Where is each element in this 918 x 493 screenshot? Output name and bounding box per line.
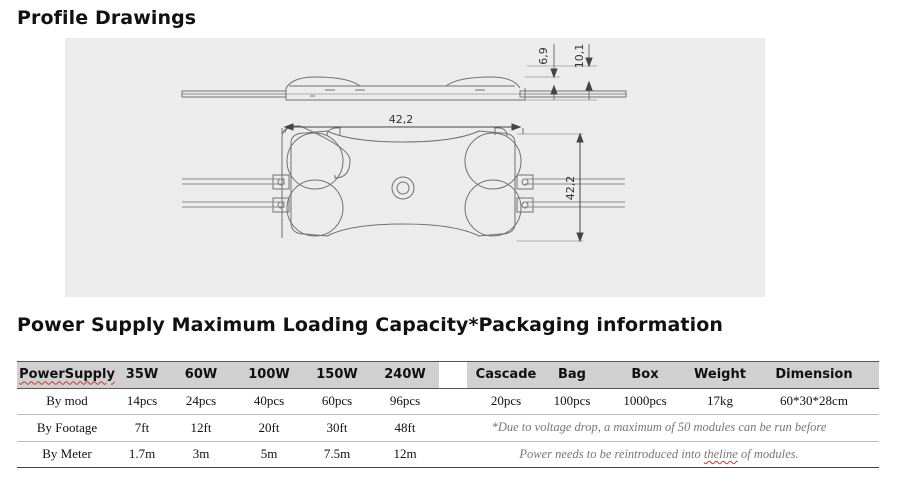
table-gap — [439, 388, 467, 415]
height-dimensions — [525, 44, 597, 101]
header-cell: 60W — [184, 367, 218, 383]
profile-drawings-heading: Profile Drawings — [17, 7, 197, 29]
table-cell: 14pcs — [126, 393, 158, 409]
power-reintroduce-note: Power needs to be reintroduced into thel… — [519, 446, 799, 461]
side-view — [181, 76, 627, 101]
table-cell: 30ft — [326, 419, 348, 435]
header-cell: Dimension — [775, 367, 853, 383]
width-dimension — [281, 128, 524, 134]
header-cell: 150W — [316, 367, 358, 383]
capacity-packaging-table: PowerSupply 35W 60W 100W 150W 240W Casca… — [17, 361, 879, 468]
voltage-drop-note: *Due to voltage drop, a maximum of 50 mo… — [491, 420, 827, 435]
table-cell: 20pcs — [490, 393, 522, 409]
capacity-packaging-heading: Power Supply Maximum Loading Capacity*Pa… — [17, 314, 723, 336]
table-header-row: PowerSupply 35W 60W 100W 150W 240W Casca… — [17, 361, 879, 388]
width-dimension-label: 42,2 — [389, 113, 414, 126]
table-row: By mod 14pcs 24pcs 40pcs 60pcs 96pcs 20p… — [17, 388, 879, 415]
table-cell: 7ft — [134, 419, 150, 435]
top-view — [272, 125, 534, 238]
table-cell: 12ft — [190, 419, 212, 435]
row-label: By Meter — [42, 446, 92, 462]
table-cell: 100pcs — [553, 393, 591, 409]
header-gap — [439, 361, 467, 388]
table-cell: 1.7m — [128, 446, 156, 462]
header-cell: 35W — [125, 367, 159, 383]
wires — [182, 93, 625, 208]
table-cell: 24pcs — [185, 393, 217, 409]
header-cell: Box — [631, 367, 659, 383]
height-dimension-label-1: 6,9 — [537, 47, 550, 65]
header-cell: Cascade — [475, 367, 537, 383]
row-label: By Footage — [36, 419, 98, 435]
table-row: By Meter 1.7m 3m 5m 7.5m 12m Power needs… — [17, 441, 879, 468]
table-cell: 3m — [192, 446, 210, 462]
table-cell: 20ft — [258, 419, 280, 435]
table-cell: 5m — [260, 446, 278, 462]
table-cell: 1000pcs — [623, 393, 667, 409]
length-dimension — [517, 133, 583, 242]
table-cell: 12m — [393, 446, 417, 462]
table-cell: 60pcs — [321, 393, 353, 409]
table-cell: 96pcs — [389, 393, 421, 409]
profile-drawing-panel: 42,2 42,2 6,9 10,1 — [65, 38, 765, 297]
header-cell: Weight — [694, 367, 746, 383]
led-module-technical-drawing: 42,2 42,2 6,9 10,1 — [181, 44, 627, 243]
table-cell: 40pcs — [253, 393, 285, 409]
table-cell: 7.5m — [323, 446, 351, 462]
header-cell: Bag — [558, 367, 586, 383]
header-cell: 100W — [248, 367, 290, 383]
table-cell: 60*30*28cm — [780, 393, 848, 409]
height-dimension-label-2: 10,1 — [573, 44, 586, 69]
row-label: By mod — [46, 393, 88, 409]
header-cell: PowerSupply — [19, 367, 115, 383]
table-row: By Footage 7ft 12ft 20ft 30ft 48ft *Due … — [17, 415, 879, 441]
length-dimension-label: 42,2 — [564, 176, 577, 201]
header-cell: 240W — [384, 367, 426, 383]
table-cell: 48ft — [394, 419, 416, 435]
table-cell: 17kg — [707, 393, 733, 409]
